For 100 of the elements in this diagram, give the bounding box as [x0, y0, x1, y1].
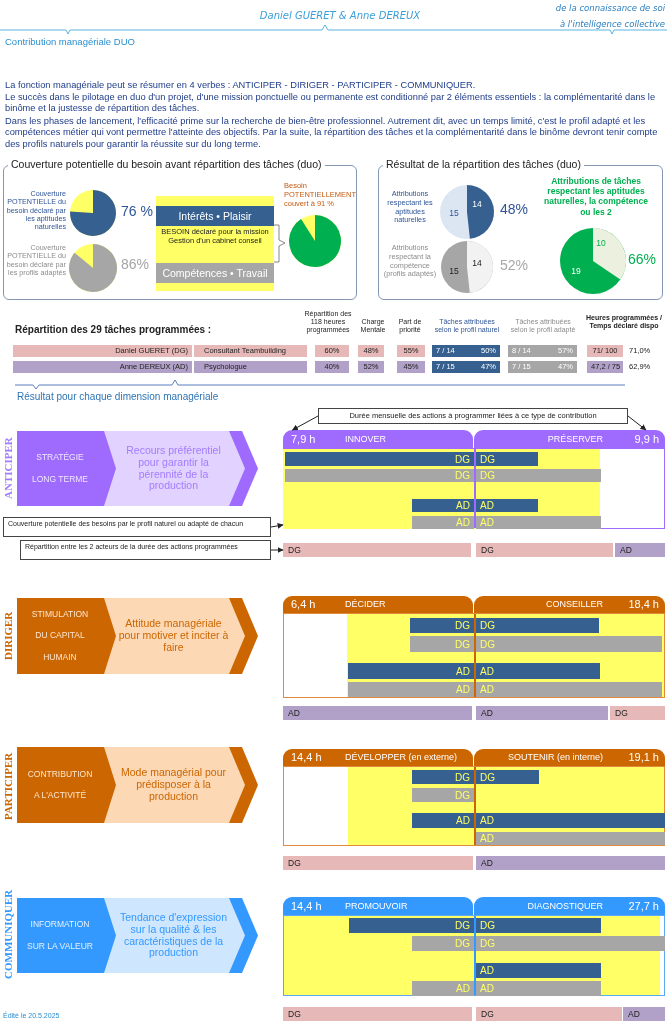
bar	[412, 981, 474, 996]
bar	[476, 813, 665, 828]
chart-frame	[283, 766, 665, 846]
column-header	[283, 897, 473, 915]
bar	[348, 663, 474, 679]
header-label: SOUTENIR (en interne)	[507, 751, 603, 764]
arrow	[291, 415, 319, 431]
chart-frame	[283, 613, 665, 698]
slice-value: 19	[570, 266, 582, 276]
bar-label: AD	[481, 857, 493, 870]
bar-label: DG	[454, 919, 470, 933]
column-header	[474, 749, 665, 766]
bar	[412, 516, 474, 529]
bar-label: AD	[455, 683, 470, 697]
chevron-shape	[17, 898, 258, 973]
bar-label: DG	[454, 770, 470, 784]
column-header	[283, 596, 473, 613]
header-label: DÉCIDER	[345, 598, 386, 611]
bar-label: AD	[480, 964, 495, 978]
header-label: 14,4 h	[291, 899, 322, 914]
bar-label: AD	[455, 982, 470, 996]
slice-value: 10	[595, 238, 607, 248]
column-header	[474, 897, 665, 915]
chevron-shape	[17, 747, 258, 823]
paragraph: La fonction managériale peut se résumer en 4 verbes : ANTICIPER - DIRIGER - PARTICIPER - COMMUNIQUER.	[5, 80, 477, 92]
bar-label: AD	[480, 832, 495, 845]
chevron-shape	[17, 598, 258, 674]
bar	[412, 499, 474, 512]
bar	[476, 499, 538, 512]
bar	[412, 788, 474, 802]
bar-label: AD	[455, 814, 470, 828]
chevron-shape	[17, 431, 258, 506]
slice-value: 15	[448, 266, 460, 276]
bar	[476, 452, 538, 466]
bar	[476, 963, 601, 978]
share-bar	[476, 1007, 622, 1021]
bar-label: DG	[480, 919, 496, 933]
tagline: à l'intelligence collective	[558, 19, 665, 29]
chevron-label: CONTRIBUTION A L'ACTIVITÉ	[26, 767, 94, 802]
subtitle: Contribution managériale DUO	[5, 36, 136, 47]
slice-value: 15	[448, 208, 460, 218]
paragraph: Dans les phases de lancement, l'efficacité prime sur la recherche de bien-être professionnel. Autrement dit, avec un temps limité, c'est le profil adapté et les compétences métier qui vont permettre l'atteinte des objectifs. Par la suite, la répartition des tâches et la complémentarité dans le binôme devront tenir compte des profils naturels pour garantir la réussite sur du long terme.	[5, 116, 659, 150]
bar-label: AD	[480, 814, 495, 828]
category-bar	[156, 263, 274, 283]
share-bar	[476, 543, 613, 557]
vertical-heading: PARTICIPER	[2, 751, 15, 822]
bar-label: DG	[480, 937, 496, 951]
vertical-heading: DIRIGER	[2, 610, 15, 663]
column-header	[474, 430, 665, 448]
bar-label: AD	[455, 499, 470, 512]
callout-box	[3, 517, 271, 537]
bar-label: DG	[480, 637, 496, 652]
share-bar	[283, 856, 473, 870]
bar-label: DG	[454, 469, 470, 482]
bar-label: DG	[288, 544, 301, 557]
percentage: 52%	[500, 257, 530, 273]
chevron-label: Mode managérial pour prédisposer à la production	[119, 765, 228, 804]
bar	[476, 918, 601, 933]
bar-label: DG	[480, 770, 496, 784]
bar	[285, 452, 474, 466]
header-label: INNOVER	[345, 433, 386, 446]
bar-label: AD	[620, 544, 632, 557]
bar-label: DG	[454, 637, 470, 652]
bar-label: DG	[480, 452, 496, 466]
bar-label: AD	[480, 982, 495, 996]
header-label: 14,4 h	[291, 750, 322, 765]
arrow	[270, 522, 284, 529]
percentage: 76 %	[121, 203, 154, 219]
percentage: 66%	[628, 251, 658, 267]
column-header	[474, 596, 665, 613]
bar-label: Compétences • Travail	[161, 266, 269, 281]
arrow	[627, 415, 647, 431]
category-bar	[156, 206, 274, 226]
chart-caption: Attributions de tâches respectant les aptitudes naturelles, la compétence ou les 2	[543, 176, 649, 217]
bar	[476, 663, 600, 679]
table-title: Répartition des 29 tâches programmées :	[15, 324, 213, 335]
bar	[285, 469, 474, 482]
panel-heading: Couverture potentielle du besoin avant répartition des tâches (duo)	[8, 158, 325, 170]
bar-label: DG	[288, 1008, 301, 1021]
slice-value: 14	[471, 199, 483, 209]
bar-label: DG	[480, 619, 496, 633]
panel-heading: Résultat de la répartition des tâches (duo)	[383, 158, 584, 170]
bar-label: DG	[615, 707, 628, 720]
bar-label: DG	[481, 544, 494, 557]
paragraph: Le succès dans le pilotage en duo d'un projet, d'une mission ponctuelle ou permanente est conditionné par 2 éléments essentiels : la complémentarité dans le binôme et la justesse de répartition des tâches.	[5, 92, 657, 115]
bar-label: AD	[481, 707, 493, 720]
header-label: 27,7 h	[628, 899, 659, 914]
callout-box	[20, 540, 271, 560]
header-label: 7,9 h	[291, 432, 316, 447]
bar	[412, 936, 474, 951]
bar-label: DG	[454, 788, 470, 802]
bar	[410, 618, 474, 633]
bar	[476, 936, 665, 951]
header-label: PRÉSERVER	[547, 433, 603, 446]
header-label: 6,4 h	[291, 597, 316, 612]
bar-label: DG	[454, 937, 470, 951]
author-names: Daniel GUERET & Anne DEREUX	[258, 10, 422, 21]
percentage: 48%	[500, 201, 530, 217]
bar-label: AD	[455, 516, 470, 529]
header-label: CONSEILLER	[545, 598, 603, 611]
